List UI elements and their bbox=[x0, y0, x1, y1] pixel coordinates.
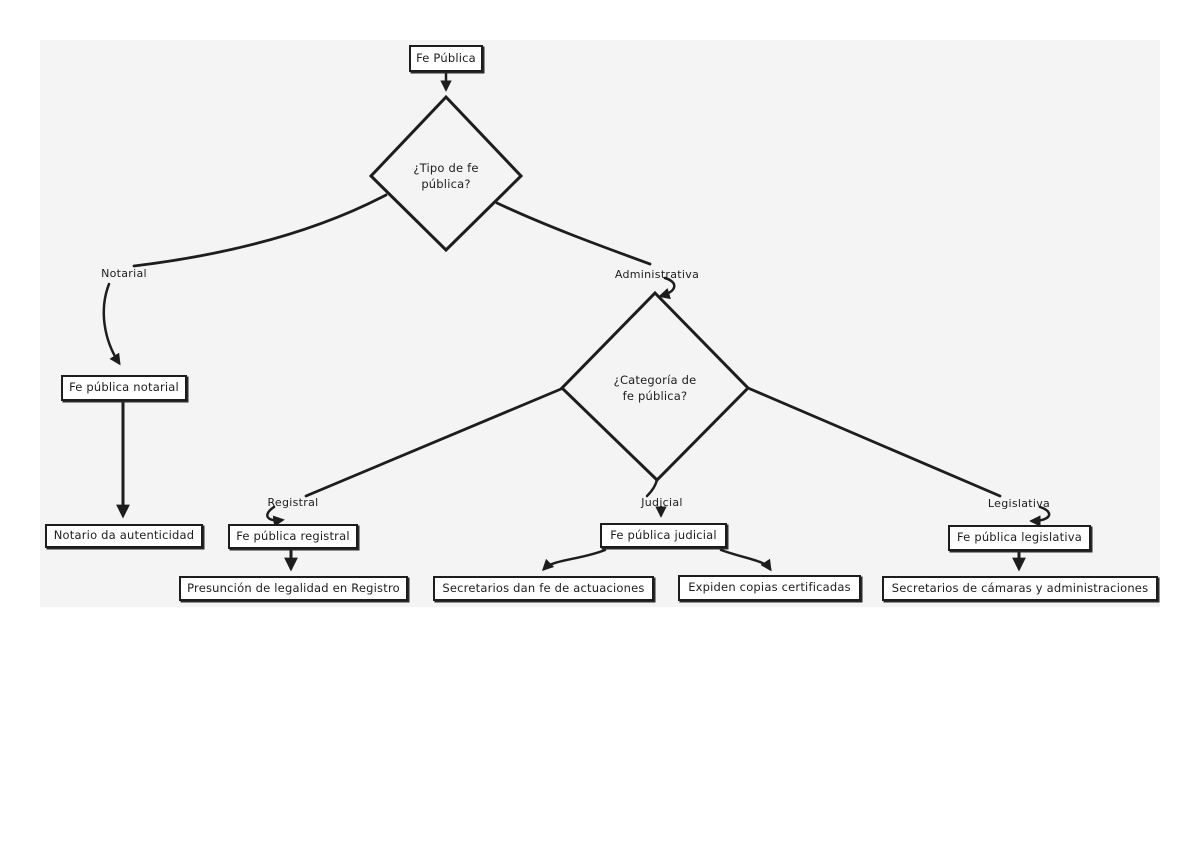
node-secretarios-actuaciones: Secretarios dan fe de actuaciones bbox=[433, 576, 654, 601]
node-fe-publica-judicial: Fe pública judicial bbox=[600, 523, 727, 548]
decision-tipo-text: ¿Tipo de fe pública? bbox=[366, 160, 526, 192]
node-notario-da-autenticidad: Notario da autenticidad bbox=[45, 524, 203, 548]
branch-label-administrativa: Administrativa bbox=[614, 268, 700, 281]
decision-categoria-text: ¿Categoría de fe pública? bbox=[575, 372, 735, 404]
branch-label-registral: Registral bbox=[267, 496, 319, 509]
branch-label-legislativa: Legislativa bbox=[987, 497, 1051, 510]
diagram-panel bbox=[40, 40, 1160, 607]
decision-categoria-line2: fe pública? bbox=[622, 389, 688, 403]
node-fe-publica-legislativa: Fe pública legislativa bbox=[948, 525, 1091, 551]
branch-label-notarial: Notarial bbox=[101, 267, 147, 280]
node-secretarios-camaras: Secretarios de cámaras y administracione… bbox=[882, 576, 1158, 601]
node-fe-publica-notarial: Fe pública notarial bbox=[61, 375, 187, 401]
decision-categoria-line1: ¿Categoría de bbox=[613, 373, 697, 387]
decision-tipo-line1: ¿Tipo de fe bbox=[413, 161, 479, 175]
node-fe-publica-registral: Fe pública registral bbox=[228, 524, 358, 549]
node-expiden-copias: Expiden copias certificadas bbox=[678, 575, 861, 601]
branch-label-judicial: Judicial bbox=[641, 496, 683, 509]
decision-tipo-line2: pública? bbox=[421, 177, 471, 191]
node-fe-publica: Fe Pública bbox=[409, 45, 483, 72]
node-presuncion-legalidad: Presunción de legalidad en Registro bbox=[179, 576, 408, 601]
